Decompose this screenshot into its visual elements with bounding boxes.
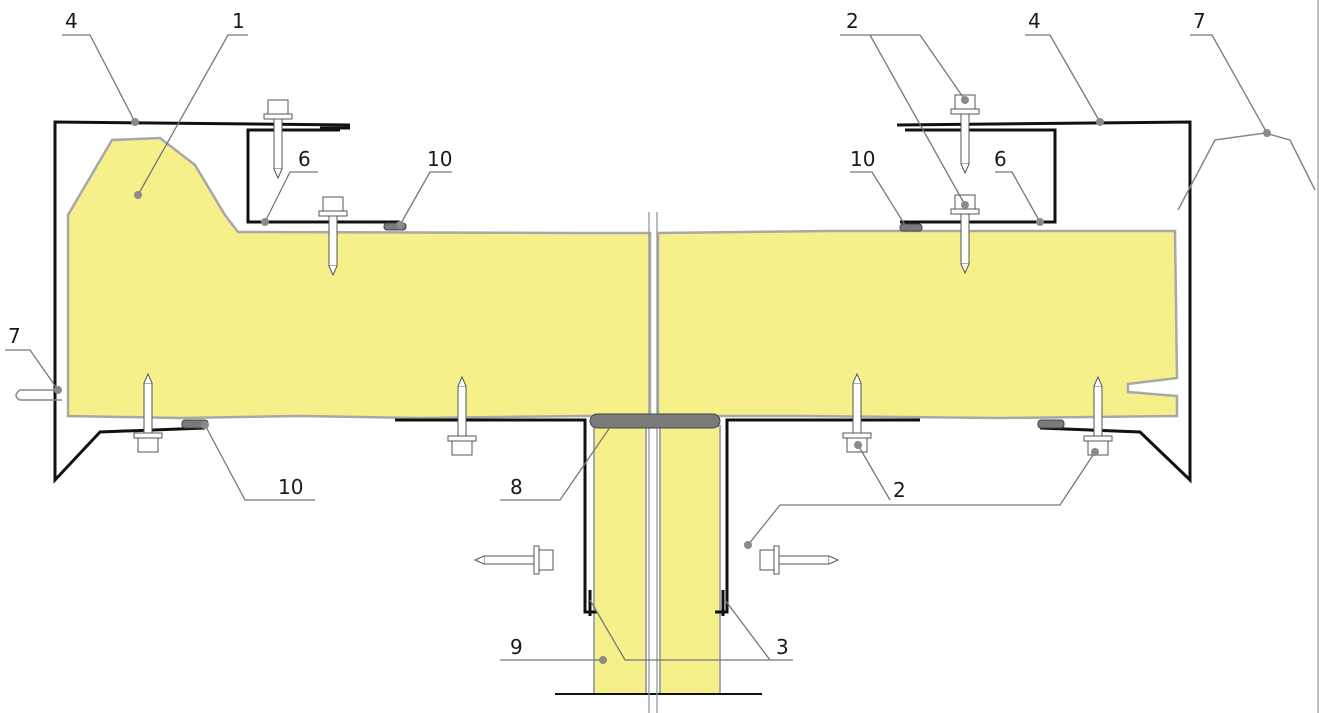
- screw-post-right: [759, 545, 840, 575]
- leader-3: [589, 599, 793, 661]
- callout-8: 8: [510, 475, 523, 499]
- leader-7-left: [5, 349, 59, 391]
- channel-left: [395, 418, 597, 614]
- screw-right-bottom-2: [1083, 375, 1113, 456]
- leader-10-left-top: [399, 171, 452, 226]
- leader-6-left: [264, 171, 318, 223]
- foam-core-right-panel: [656, 229, 1179, 420]
- screw-left-top: [263, 99, 293, 180]
- leader-dot: [961, 96, 969, 104]
- leader-4-left: [62, 34, 136, 123]
- callout-1: 1: [232, 9, 245, 33]
- leader-dot: [1036, 218, 1044, 226]
- leader-dot: [1091, 448, 1099, 456]
- leader-dot: [854, 441, 862, 449]
- leader-dot: [131, 118, 139, 126]
- callout-7-right: 7: [1193, 9, 1206, 33]
- leader-dot: [961, 201, 969, 209]
- flashing-left-outer: [53, 120, 351, 484]
- sealant-right-bottom-10: [1037, 419, 1065, 429]
- leader-4-right: [1025, 34, 1101, 123]
- leader-dot: [54, 386, 62, 394]
- screw-left-bottom-1: [133, 372, 163, 453]
- screw-left-bottom-2: [447, 375, 477, 456]
- leader-dot: [261, 218, 269, 226]
- callout-4-left: 4: [65, 9, 78, 33]
- leader-dot: [744, 541, 752, 549]
- leader-8: [500, 419, 616, 501]
- channel-right: [715, 418, 920, 614]
- hook-clip-left: [15, 389, 62, 401]
- callout-10-left-bottom: 10: [278, 475, 303, 499]
- leader-dot: [201, 421, 209, 429]
- callout-4-right: 4: [1028, 9, 1041, 33]
- leader-10-left-bottom: [204, 424, 315, 501]
- callout-2-bottom: 2: [893, 478, 906, 502]
- leader-dot: [1096, 118, 1104, 126]
- leader-dot: [1263, 129, 1271, 137]
- leader-1: [137, 34, 248, 196]
- sealant-center-8: [589, 413, 721, 429]
- callout-2-top: 2: [846, 9, 859, 33]
- sealant-right-top-10: [899, 223, 923, 232]
- flashing-right-outer: [896, 120, 1192, 484]
- leader-6-right: [995, 171, 1041, 223]
- callout-7-left: 7: [8, 324, 21, 348]
- leader-10-right-top: [850, 171, 906, 226]
- callout-6-left: 6: [298, 147, 311, 171]
- hook-profile-right: [1177, 132, 1316, 211]
- leader-dot: [599, 656, 607, 664]
- callout-3: 3: [776, 635, 789, 659]
- support-post-left-half: [593, 425, 647, 695]
- foam-core-left-panel: [66, 136, 652, 420]
- leader-2-top: [840, 34, 966, 206]
- screw-right-top: [950, 94, 980, 175]
- callout-10-left-top: 10: [427, 147, 452, 171]
- screw-post-left: [473, 545, 554, 575]
- callout-9: 9: [510, 635, 523, 659]
- leader-7-right: [1190, 34, 1268, 134]
- leader-2-bottom: [747, 444, 1096, 546]
- leader-dot: [396, 221, 404, 229]
- support-post-right-half: [659, 425, 721, 695]
- leader-dot: [134, 191, 142, 199]
- callout-6-right: 6: [994, 147, 1007, 171]
- z-profile-left: [246, 128, 400, 224]
- z-profile-right: [900, 128, 1057, 224]
- screw-left-mid: [318, 196, 348, 277]
- callout-10-right-top: 10: [850, 147, 875, 171]
